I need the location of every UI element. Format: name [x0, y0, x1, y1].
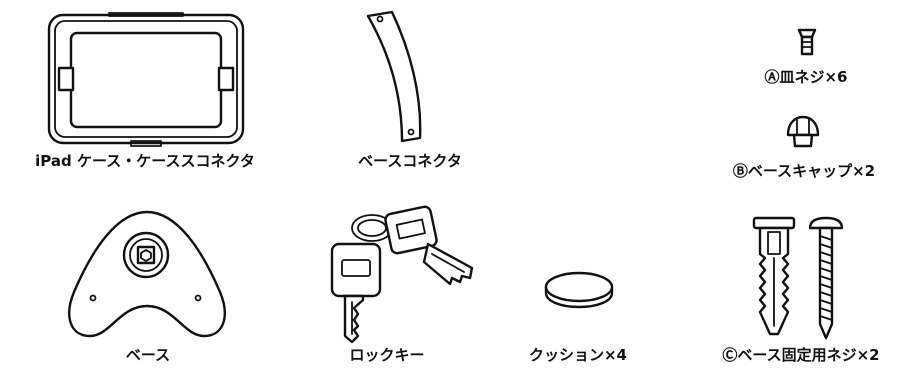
- label-lock-key: ロックキー: [349, 346, 425, 364]
- base-cap-illustration: [786, 115, 820, 148]
- label-base-cap: Ⓑベースキャップ×2: [732, 162, 876, 180]
- flat-screw-illustration: [797, 28, 817, 56]
- cushion-illustration: [544, 271, 614, 309]
- label-ipad-case: iPad ケース・ケーススコネクタ: [35, 152, 255, 170]
- label-cushion: クッション×4: [528, 346, 628, 364]
- base-illustration: [68, 210, 226, 338]
- label-base-fixing-screw: Ⓒベース固定用ネジ×2: [722, 346, 880, 364]
- base-fixing-screw-illustration: [752, 216, 844, 340]
- base-connector-illustration: [366, 10, 422, 143]
- label-base: ベース: [125, 346, 171, 364]
- label-flat-screw: Ⓐ皿ネジ×6: [764, 68, 848, 86]
- lock-key-illustration: [330, 205, 474, 344]
- ipad-case-illustration: [47, 12, 245, 147]
- label-base-connector: ベースコネクタ: [358, 152, 462, 170]
